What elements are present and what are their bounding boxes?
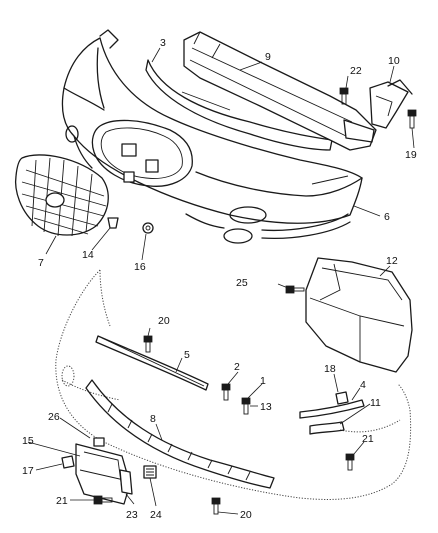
callout-15: 15 xyxy=(22,435,34,447)
callout-20-lower: 20 xyxy=(240,509,252,521)
license-bracket-15 xyxy=(75,443,131,505)
bolt-2 xyxy=(221,383,231,401)
clip-17 xyxy=(61,455,75,469)
bolt-21-right xyxy=(345,453,355,471)
callout-10: 10 xyxy=(388,55,400,67)
callout-1: 1 xyxy=(260,375,266,387)
bumper-ghost-outline xyxy=(55,269,412,500)
mounting-bracket xyxy=(369,79,413,129)
bolt-20-upper xyxy=(143,335,153,353)
callout-25: 25 xyxy=(236,277,248,289)
bolt-19 xyxy=(407,109,417,129)
lower-support-8 xyxy=(85,379,275,489)
callout-11: 11 xyxy=(370,397,381,409)
callout-6: 6 xyxy=(384,211,390,223)
trim-strip-4 xyxy=(299,399,365,419)
callout-14: 14 xyxy=(82,249,94,261)
plate-clip-26 xyxy=(93,437,105,447)
clip-18 xyxy=(335,391,349,405)
callout-8: 8 xyxy=(150,413,156,425)
bolt-22 xyxy=(339,87,349,105)
trim-strip-5 xyxy=(95,335,209,391)
callout-21-right: 21 xyxy=(362,433,374,445)
callout-20-upper: 20 xyxy=(158,315,170,327)
trim-strip-11 xyxy=(309,421,345,435)
air-duct xyxy=(305,257,413,373)
bolt-20-lower xyxy=(211,497,221,515)
callout-26: 26 xyxy=(48,411,60,423)
callout-22: 22 xyxy=(350,65,362,77)
callout-2: 2 xyxy=(234,361,240,373)
callout-5: 5 xyxy=(184,349,190,361)
bumper-fascia-upper xyxy=(61,29,363,244)
callout-13: 13 xyxy=(260,401,272,413)
bolt-25 xyxy=(285,285,305,294)
clip-14 xyxy=(107,217,119,229)
callouts: 3 9 10 22 19 6 7 14 16 25 12 20 5 2 18 1… xyxy=(22,37,417,521)
callout-3: 3 xyxy=(160,37,166,49)
callout-9: 9 xyxy=(265,51,271,63)
reinforcement-beam xyxy=(183,31,377,151)
leader-lines xyxy=(27,47,415,515)
grille-insert-24 xyxy=(143,465,157,479)
callout-17: 17 xyxy=(22,465,34,477)
energy-absorber xyxy=(145,59,333,151)
nut-16 xyxy=(142,222,154,234)
grille xyxy=(14,154,109,237)
callout-24: 24 xyxy=(150,509,162,521)
bolt-1 xyxy=(241,397,251,415)
callout-19: 19 xyxy=(405,149,417,161)
bracket-23 xyxy=(119,469,133,495)
callout-16: 16 xyxy=(134,261,146,273)
callout-7: 7 xyxy=(38,257,44,269)
callout-12: 12 xyxy=(386,255,398,267)
callout-18: 18 xyxy=(324,363,336,375)
callout-23: 23 xyxy=(126,509,138,521)
callout-21-left: 21 xyxy=(56,495,68,507)
callout-4: 4 xyxy=(360,379,366,391)
